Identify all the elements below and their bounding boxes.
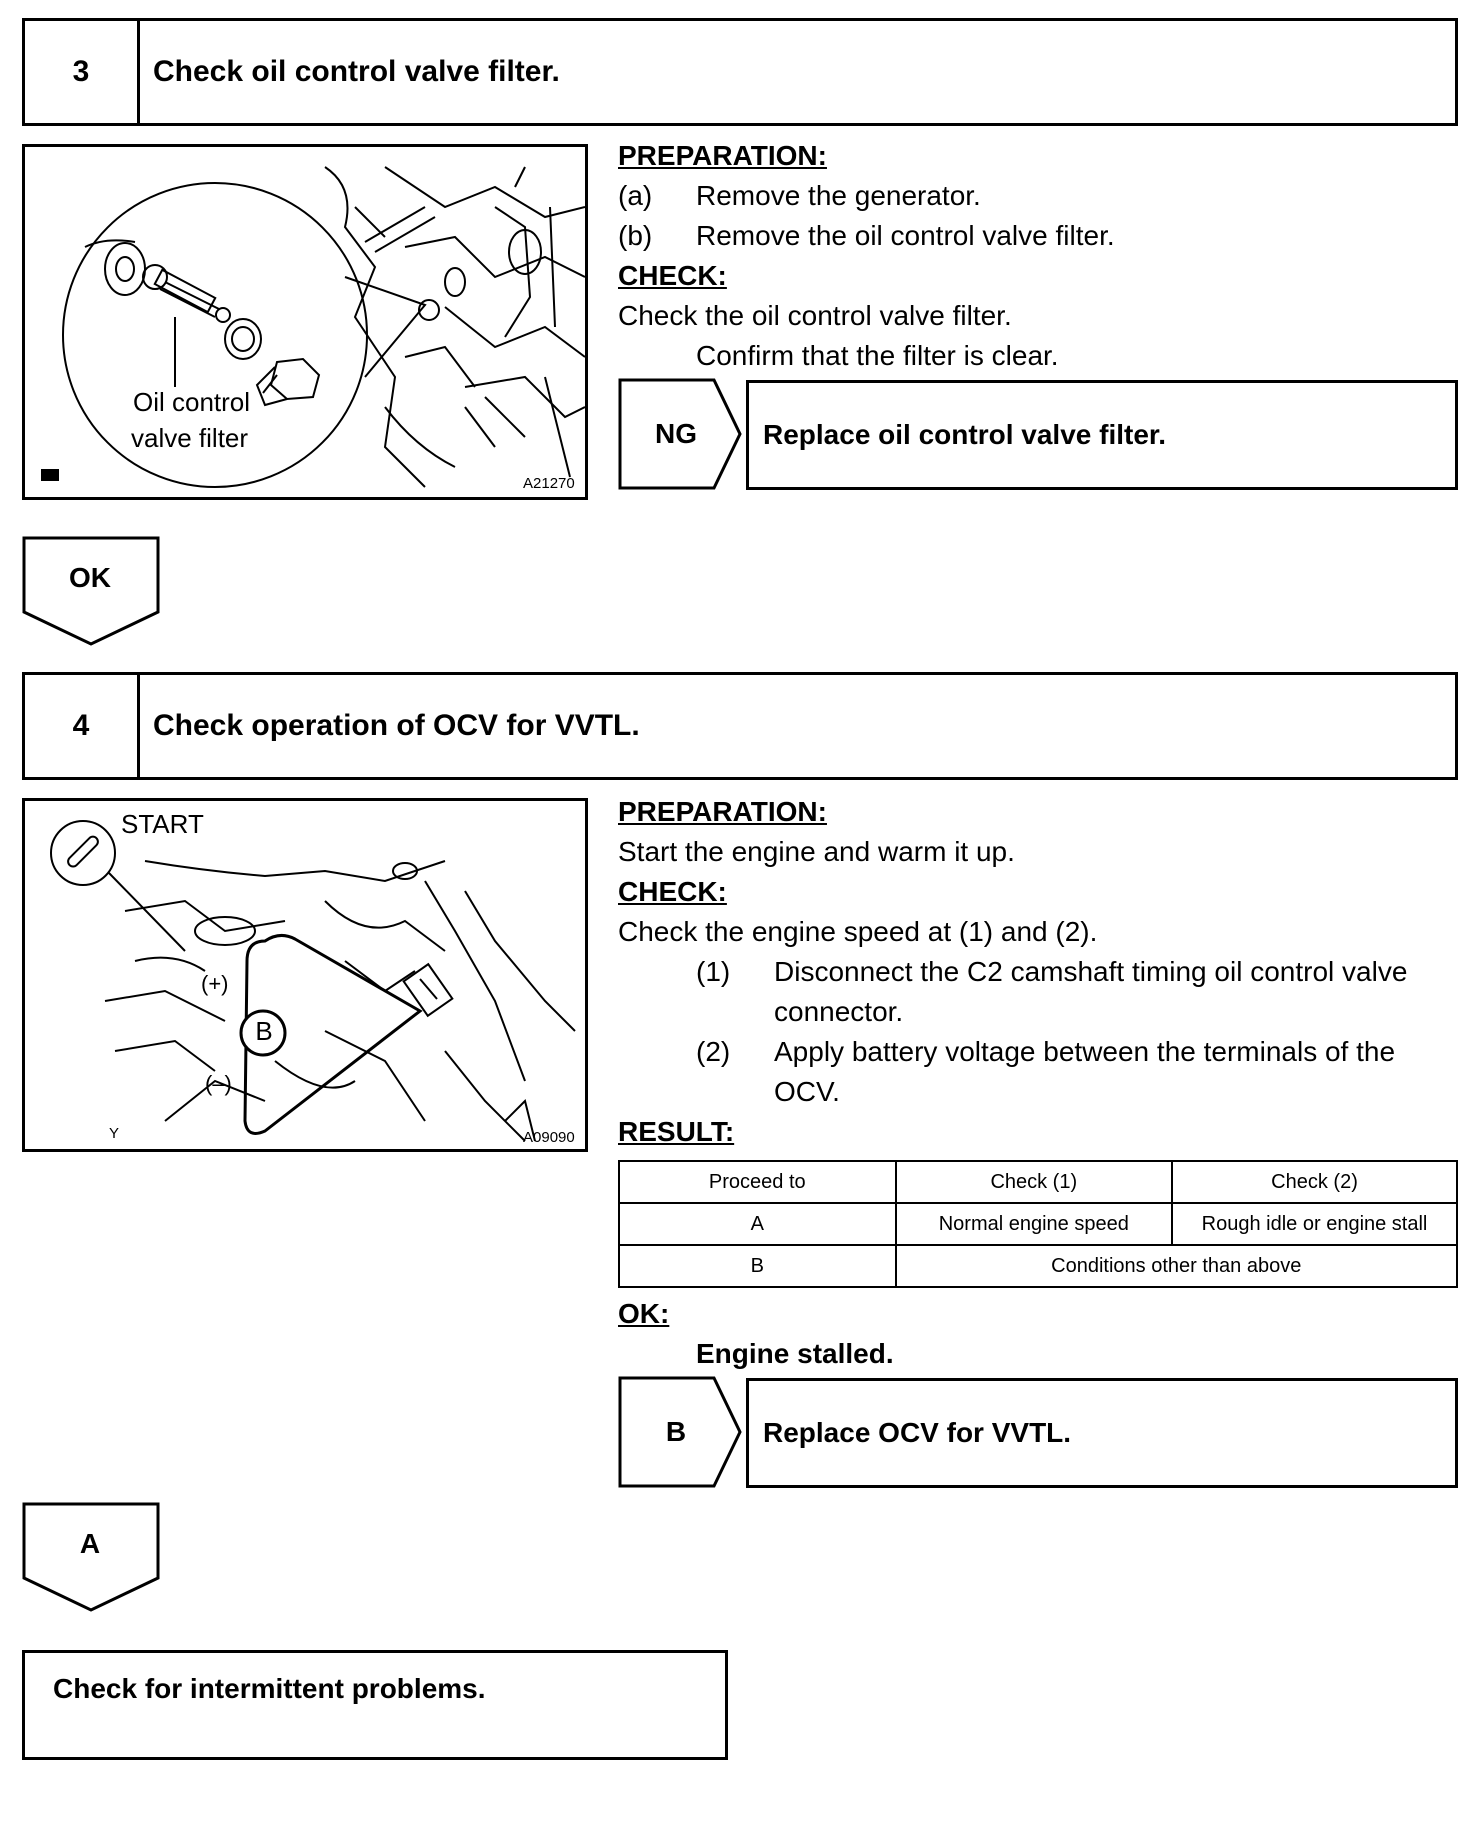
ng-label: NG xyxy=(655,418,697,449)
step-4-header: 4 Check operation of OCV for VVTL. xyxy=(22,672,1458,780)
table-cell: B xyxy=(618,1244,897,1288)
check-item-2-line1: Apply battery voltage between the termin… xyxy=(774,1036,1396,1067)
check-item-2-line2: OCV. xyxy=(774,1076,840,1107)
check-heading: CHECK: xyxy=(618,260,727,291)
prep-marker-a: (a) xyxy=(618,180,653,211)
ok-heading: OK: xyxy=(618,1298,670,1329)
table-cell: Rough idle or engine stall xyxy=(1171,1202,1458,1246)
check-item-1-line2: connector. xyxy=(774,996,904,1027)
table-header-row: Proceed to Check (1) Check (2) xyxy=(618,1160,1458,1204)
oil-control-valve-filter-illustration: Oil control valve filter A21270 xyxy=(22,144,588,500)
figure-label-valve-filter: valve filter xyxy=(131,423,249,453)
battery-label-b: B xyxy=(255,1016,273,1046)
final-action-box: Check for intermittent problems. xyxy=(22,1650,728,1760)
a-label: A xyxy=(79,1528,101,1559)
figure-label-oil-control: Oil control xyxy=(133,387,251,417)
ok-text: Engine stalled. xyxy=(696,1338,894,1369)
prep-marker-b: (b) xyxy=(618,220,653,251)
check-item-1-line1: Disconnect the C2 camshaft timing oil co… xyxy=(774,956,1408,987)
engine-line-drawing xyxy=(62,166,585,488)
result-heading: RESULT: xyxy=(618,1116,735,1147)
preparation-heading: PREPARATION: xyxy=(618,796,827,827)
figure-label-minus: (–) xyxy=(205,1071,232,1096)
prep-item-a: Remove the generator. xyxy=(696,180,981,211)
b-arrow-shape xyxy=(618,1376,742,1488)
table-header-cell: Check (2) xyxy=(1171,1160,1458,1204)
a-arrow-shape xyxy=(22,1502,160,1612)
step-4-number: 4 xyxy=(25,675,140,777)
table-row: B Conditions other than above xyxy=(618,1244,1459,1288)
ocv-operation-illustration: START (+) (–) B Y A09090 xyxy=(22,798,588,1152)
step-4-title: Check operation of OCV for VVTL. xyxy=(153,709,640,742)
ocv-line-drawing xyxy=(50,820,576,1142)
figure-label-plus: (+) xyxy=(201,971,229,996)
check-subtext: Confirm that the filter is clear. xyxy=(696,340,1059,371)
check-marker-2: (2) xyxy=(696,1036,731,1067)
preparation-heading: PREPARATION: xyxy=(618,140,827,171)
table-row: A Normal engine speed Rough idle or engi… xyxy=(618,1202,1458,1246)
engine-icon xyxy=(41,469,59,481)
table-header-cell: Proceed to xyxy=(618,1160,897,1204)
table-cell: Conditions other than above xyxy=(894,1244,1459,1288)
ng-action-box: Replace oil control valve filter. xyxy=(746,380,1458,490)
figure-code: A21270 xyxy=(523,475,575,492)
figure-label-y: Y xyxy=(109,1125,120,1142)
b-action-box: Replace OCV for VVTL. xyxy=(746,1378,1458,1488)
ok-label: OK xyxy=(69,562,111,593)
table-cell: Normal engine speed xyxy=(894,1202,1174,1246)
check-text: Check the oil control valve filter. xyxy=(618,300,1012,331)
ng-arrow-shape xyxy=(618,378,742,490)
check-heading: CHECK: xyxy=(618,876,727,907)
ok-arrow-shape xyxy=(22,536,160,646)
step-3-number: 3 xyxy=(25,21,140,123)
prep-text: Start the engine and warm it up. xyxy=(618,836,1015,867)
check-marker-1: (1) xyxy=(696,956,731,987)
final-action-text: Check for intermittent problems. xyxy=(53,1673,486,1704)
figure-code: A09090 xyxy=(523,1129,575,1146)
b-label: B xyxy=(665,1416,687,1447)
table-cell: A xyxy=(618,1202,897,1246)
step-3-title: Check oil control valve filter. xyxy=(153,55,560,88)
check-text: Check the engine speed at (1) and (2). xyxy=(618,916,1098,947)
result-table: Proceed to Check (1) Check (2) A Normal … xyxy=(618,1160,1459,1288)
step-3-header: 3 Check oil control valve filter. xyxy=(22,18,1458,126)
figure-label-start: START xyxy=(121,809,204,839)
table-header-cell: Check (1) xyxy=(894,1160,1174,1204)
prep-item-b: Remove the oil control valve filter. xyxy=(696,220,1115,251)
